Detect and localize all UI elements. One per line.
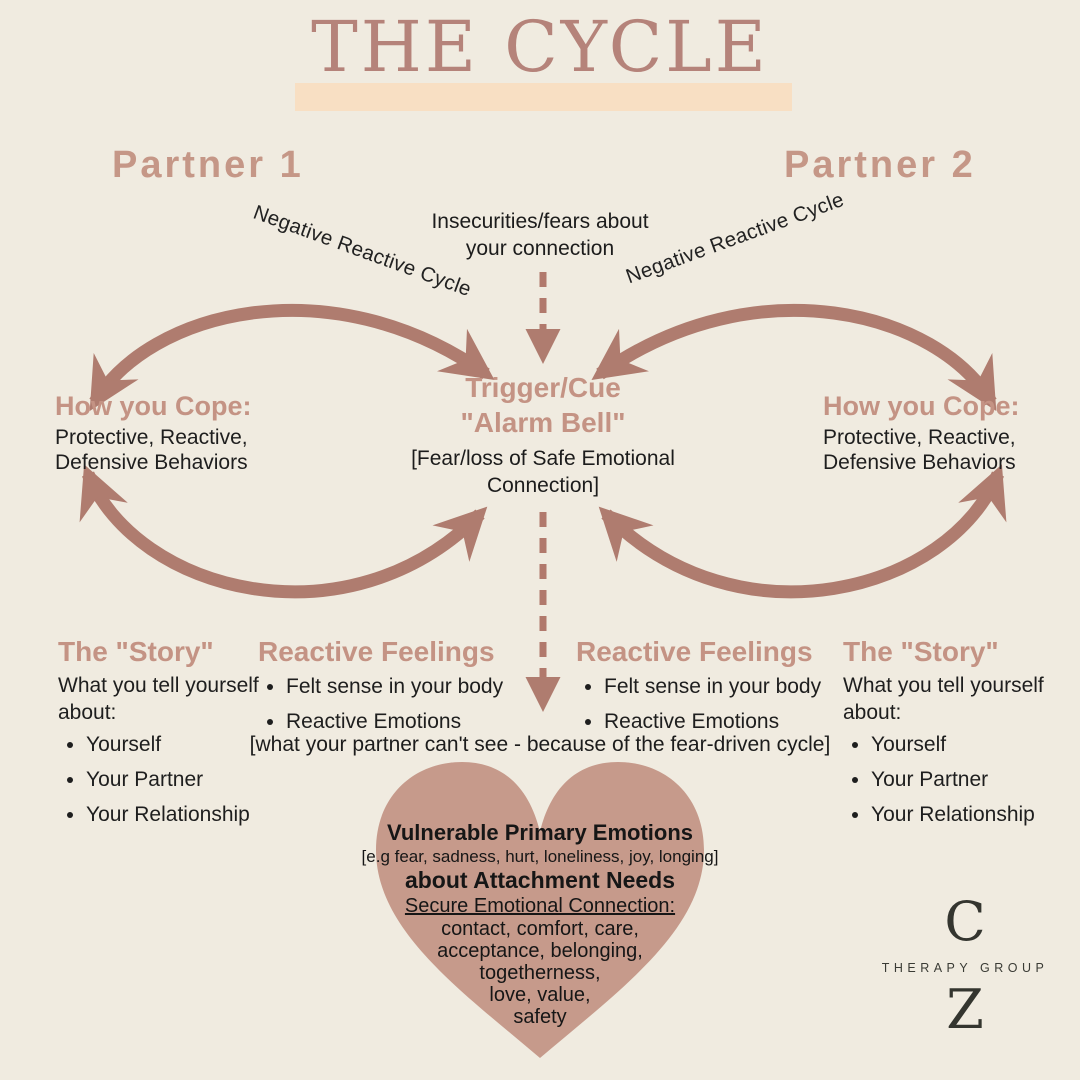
arc-bottom-right-icon xyxy=(598,464,1007,599)
cope-body: Protective, Reactive, Defensive Behavior… xyxy=(55,426,248,474)
story-bullet: Your Relationship xyxy=(86,802,288,828)
heart-underlined-heading: Secure Emotional Connection: xyxy=(404,895,676,917)
heart-subtitle: about Attachment Needs xyxy=(404,867,676,893)
trigger-block: Trigger/Cue "Alarm Bell" [Fear/loss of S… xyxy=(383,370,703,499)
heart-text-block: Vulnerable Primary Emotions [e.g fear, s… xyxy=(350,820,730,1028)
trigger-heading-line1: Trigger/Cue xyxy=(465,372,621,403)
reactive-feelings-bullet: Reactive Emotions xyxy=(604,709,836,735)
reactive-feelings-bullet-list: Felt sense in your body Reactive Emotion… xyxy=(576,674,836,735)
reactive-feelings-bullet: Felt sense in your body xyxy=(604,674,836,700)
reactive-feelings-heading: Reactive Feelings xyxy=(258,636,495,667)
reactive-feelings-section-left: Reactive Feelings Felt sense in your bod… xyxy=(258,636,518,744)
arc-bottom-left-icon xyxy=(79,464,488,599)
story-bullet: Yourself xyxy=(86,732,288,758)
cope-heading: How you Cope: xyxy=(823,391,1020,421)
arc-top-right-icon xyxy=(591,303,997,411)
story-intro: What you tell yourself about: xyxy=(843,674,1044,724)
trigger-subtext: [Fear/loss of Safe Emotional Connection] xyxy=(411,447,675,497)
heart-examples: [e.g fear, sadness, hurt, loneliness, jo… xyxy=(361,847,719,866)
story-bullet: Your Relationship xyxy=(871,802,1073,828)
partner-1-label: Partner 1 xyxy=(112,144,304,186)
story-section-right: The "Story" What you tell yourself about… xyxy=(843,636,1073,837)
reactive-feelings-section-right: Reactive Feelings Felt sense in your bod… xyxy=(576,636,836,744)
heart-title: Vulnerable Primary Emotions xyxy=(386,820,694,845)
heart-need-line: togetherness, xyxy=(479,962,601,984)
logo-letter-z: Z xyxy=(946,978,984,1041)
story-bullet-list: Yourself Your Partner Your Relationship xyxy=(843,732,1073,828)
arc-top-left-icon xyxy=(89,303,495,411)
heart-need-line: acceptance, belonging, xyxy=(437,940,643,962)
story-bullet: Your Partner xyxy=(871,767,1073,793)
story-bullet: Your Partner xyxy=(86,767,288,793)
cope-body: Protective, Reactive, Defensive Behavior… xyxy=(823,426,1016,474)
reactive-feelings-bullet: Reactive Emotions xyxy=(286,709,518,735)
heart-need-line: contact, comfort, care, xyxy=(441,918,639,940)
cope-heading: How you Cope: xyxy=(55,391,252,421)
story-bullet-list: Yourself Your Partner Your Relationship xyxy=(58,732,288,828)
reactive-feelings-bullet-list: Felt sense in your body Reactive Emotion… xyxy=(258,674,518,735)
therapy-group-logo: C THERAPY GROUP Z xyxy=(880,893,1050,1039)
cope-section-right: How you Cope: Protective, Reactive, Defe… xyxy=(823,390,1063,475)
logo-wordmark: THERAPY GROUP xyxy=(881,961,1049,975)
title-highlight-bar xyxy=(295,83,792,111)
page-title: THE CYCLE xyxy=(311,6,769,88)
story-intro: What you tell yourself about: xyxy=(58,674,259,724)
logo-letter-c: C xyxy=(944,890,986,953)
reactive-feelings-heading: Reactive Feelings xyxy=(576,636,813,667)
trigger-heading-line2: "Alarm Bell" xyxy=(460,407,626,438)
insecurities-text: Insecurities/fears about your connection xyxy=(431,210,649,260)
heart-icon xyxy=(376,762,704,1058)
story-bullet: Yourself xyxy=(871,732,1073,758)
cope-section-left: How you Cope: Protective, Reactive, Defe… xyxy=(55,390,295,475)
story-section-left: The "Story" What you tell yourself about… xyxy=(58,636,288,837)
partner-cant-see-note: [what your partner can't see - because o… xyxy=(249,733,831,756)
heart-need-line: love, value, xyxy=(489,984,591,1006)
reactive-feelings-bullet: Felt sense in your body xyxy=(286,674,518,700)
story-heading: The "Story" xyxy=(58,636,214,667)
partner-2-label: Partner 2 xyxy=(784,144,976,186)
story-heading: The "Story" xyxy=(843,636,999,667)
heart-need-line: safety xyxy=(513,1006,567,1028)
